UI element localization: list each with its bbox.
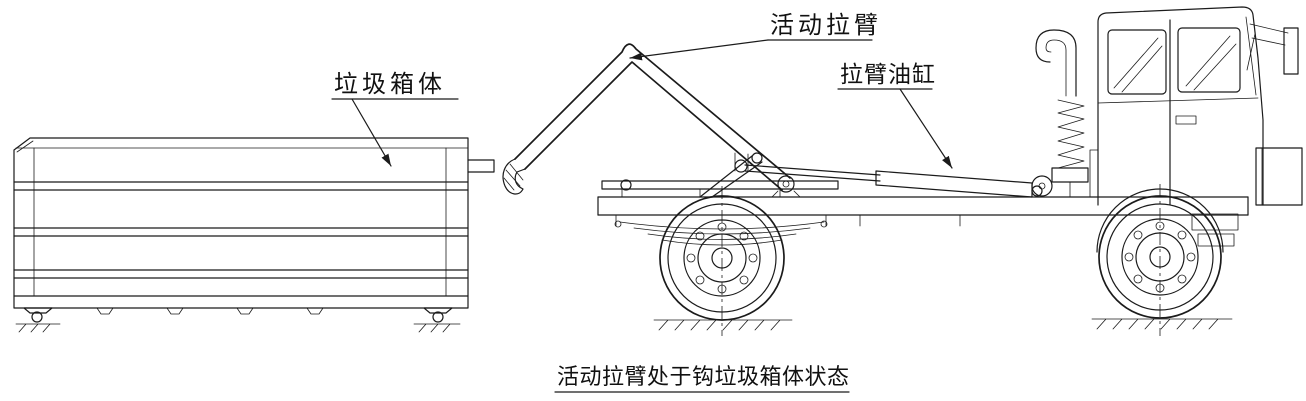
right-roller-bracket xyxy=(423,307,453,314)
front-fender-arc xyxy=(1096,188,1224,253)
skid-notch-3 xyxy=(236,307,254,315)
fuel-filler-cap xyxy=(1031,175,1053,197)
front-wheel xyxy=(1098,184,1222,336)
intake-bellows xyxy=(1057,99,1085,169)
barrel-end-pin xyxy=(1031,185,1043,197)
hook-tip xyxy=(502,158,526,195)
cab xyxy=(1089,6,1303,253)
left-roller xyxy=(31,311,43,323)
intake-handle-inner xyxy=(1045,39,1067,97)
windshield-inner xyxy=(1245,16,1257,96)
windshield-glass-hatch xyxy=(1246,33,1256,71)
support-pin xyxy=(751,152,763,164)
door-window-glass-hatch xyxy=(1185,35,1237,91)
rear-wheel xyxy=(659,186,785,336)
cab-belt-line xyxy=(1097,97,1259,104)
container-chamfer-inner xyxy=(16,140,34,153)
garbage-container-view xyxy=(13,137,495,333)
cab-step-upper xyxy=(1191,213,1239,231)
ground-under-front-wheel xyxy=(1091,318,1233,330)
pivot-bracket xyxy=(771,190,801,198)
cylinder-label: 拉臂油缸 xyxy=(840,61,936,87)
cylinder-rod xyxy=(744,164,881,182)
rod-end-pin xyxy=(734,159,748,173)
right-roller xyxy=(432,311,444,323)
air-intake-stack xyxy=(1031,29,1089,198)
container-label: 垃圾箱体 xyxy=(334,71,446,98)
skid-notch-4 xyxy=(306,307,324,315)
annotations: 垃圾箱体 活动拉臂 拉臂油缸 活动拉臂处于钩垃圾箱体状态 xyxy=(331,12,953,393)
chassis-frame xyxy=(597,196,1249,227)
arm-support-bracket xyxy=(699,155,763,198)
cylinder-leader-line xyxy=(899,88,953,169)
cab-outline xyxy=(1097,6,1264,206)
ground-under-rear-wheel xyxy=(653,319,793,331)
arm-pivot-center xyxy=(782,180,790,188)
container-leader-line xyxy=(351,98,392,167)
fuel-filler-center xyxy=(1038,182,1046,190)
door-window xyxy=(1177,27,1241,93)
truck-view xyxy=(502,6,1303,336)
lift-cylinder xyxy=(734,152,1043,198)
container-hook-bar xyxy=(467,159,495,173)
skid-notch-2 xyxy=(166,307,184,315)
cab-rear-mount xyxy=(1089,149,1099,198)
drawing-caption: 活动拉臂处于钩垃圾箱体状态 xyxy=(557,364,850,389)
cylinder-barrel xyxy=(875,170,1033,198)
arm-pivot-pin xyxy=(777,175,795,193)
mirror-arms xyxy=(1249,23,1289,46)
front-bumper xyxy=(1255,147,1303,206)
hook-hatching xyxy=(503,163,524,191)
front-guide-roller xyxy=(620,179,632,191)
left-roller-bracket xyxy=(23,307,53,314)
rear-window-glass-hatch xyxy=(1113,37,1163,93)
cab-rear-window xyxy=(1107,29,1167,95)
skid-notch-1 xyxy=(96,307,114,315)
container-outline xyxy=(13,137,469,309)
container-ground-marks xyxy=(15,323,461,333)
arm-inner-edge xyxy=(524,61,783,191)
cab-step-lower xyxy=(1197,233,1235,247)
mirror xyxy=(1283,27,1299,75)
arm-leader-line xyxy=(629,39,769,61)
intake-handle-outer xyxy=(1035,29,1077,97)
tilt-subframe xyxy=(601,152,839,198)
ground-hatching xyxy=(653,318,1233,331)
hook-arm xyxy=(502,43,801,198)
arm-outer-edge xyxy=(514,43,791,179)
door-handle xyxy=(1175,115,1197,125)
arm-label: 活动拉臂 xyxy=(770,12,882,39)
intake-base xyxy=(1051,167,1089,183)
